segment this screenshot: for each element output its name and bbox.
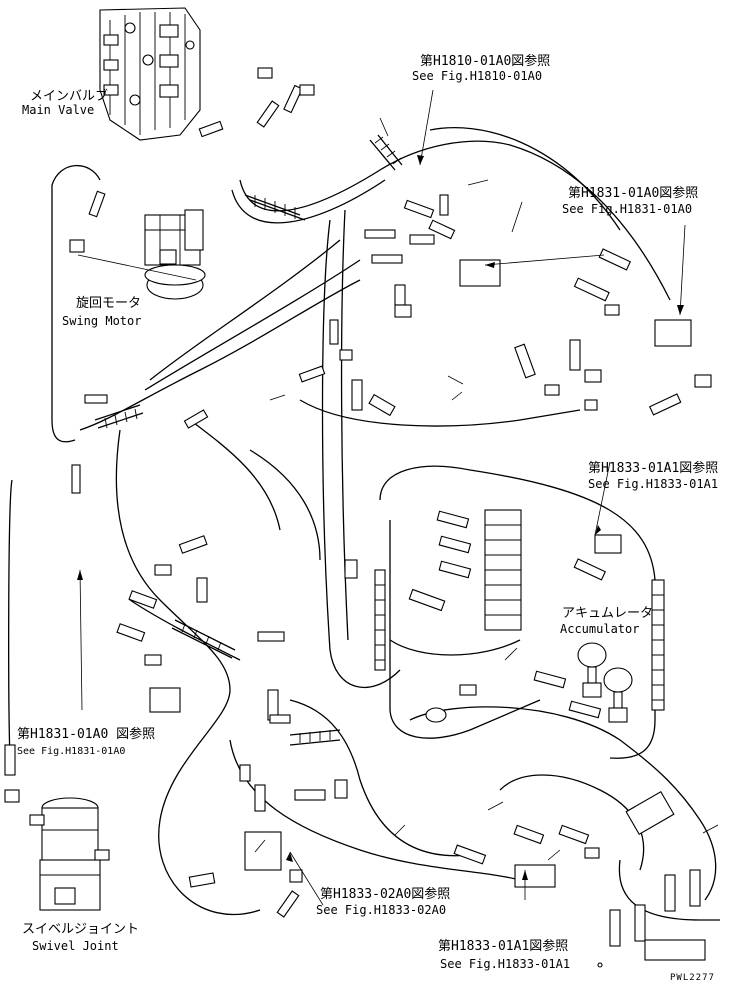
ref-h1833-01a1-mid-en: See Fig.H1833-01A1 bbox=[588, 477, 718, 491]
ref-h1831-top-en: See Fig.H1831-01A0 bbox=[562, 202, 692, 216]
swing-motor-label-en: Swing Motor bbox=[62, 314, 141, 328]
swivel-joint-label-en: Swivel Joint bbox=[32, 939, 119, 953]
swing-motor-label-jp: 旋回モータ bbox=[76, 296, 141, 311]
ref-h1810-en: See Fig.H1810-01A0 bbox=[412, 69, 542, 83]
leader-ticks bbox=[77, 89, 719, 906]
ref-h1831-bottom-jp: 第H1831-01A0 図参照 bbox=[17, 726, 155, 742]
reference-h1831-top: 第H1831-01A0図参照 See Fig.H1831-01A0 bbox=[562, 185, 698, 216]
swivel-joint bbox=[29, 797, 110, 911]
hose-routing bbox=[8, 127, 720, 921]
reference-h1831-bottom: 第H1831-01A0 図参照 See Fig.H1831-01A0 bbox=[17, 726, 155, 757]
main-valve-label-en: Main Valve bbox=[22, 103, 94, 117]
accumulator-left bbox=[577, 642, 607, 698]
accumulator-label-en: Accumulator bbox=[560, 622, 639, 636]
ref-h1831-bottom-en: See Fig.H1831-01A0 bbox=[17, 746, 125, 757]
swing-motor bbox=[144, 209, 206, 300]
main-valve bbox=[99, 7, 201, 141]
accumulator-label-jp: アキュムレータ bbox=[562, 606, 653, 621]
swivel-joint-label-jp: スイベルジョイント bbox=[22, 922, 139, 937]
reference-h1833-01a1-bottom: 第H1833-01A1図参照 See Fig.H1833-01A1 bbox=[438, 938, 570, 971]
fittings bbox=[4, 67, 712, 968]
main-valve-label-jp: メインバルブ bbox=[30, 88, 108, 104]
reference-h1833-02a0: 第H1833-02A0図参照 See Fig.H1833-02A0 bbox=[316, 886, 450, 917]
harness-wraps bbox=[94, 134, 665, 746]
ref-h1831-top-jp: 第H1831-01A0図参照 bbox=[568, 185, 698, 201]
ref-h1833-01a1-bottom-en: See Fig.H1833-01A1 bbox=[440, 957, 570, 971]
drawing-code: PWL2277 bbox=[670, 973, 715, 983]
reference-h1810: 第H1810-01A0図参照 See Fig.H1810-01A0 bbox=[412, 53, 550, 83]
ref-h1833-02a0-en: See Fig.H1833-02A0 bbox=[316, 903, 446, 917]
ref-h1810-jp: 第H1810-01A0図参照 bbox=[420, 53, 550, 69]
accumulator-right bbox=[603, 667, 633, 723]
reference-h1833-01a1-mid: 第H1833-01A1図参照 See Fig.H1833-01A1 bbox=[588, 460, 718, 491]
ref-h1833-02a0-jp: 第H1833-02A0図参照 bbox=[320, 886, 450, 902]
ref-h1833-01a1-mid-jp: 第H1833-01A1図参照 bbox=[588, 460, 718, 476]
ref-h1833-01a1-bottom-jp: 第H1833-01A1図参照 bbox=[438, 938, 568, 954]
